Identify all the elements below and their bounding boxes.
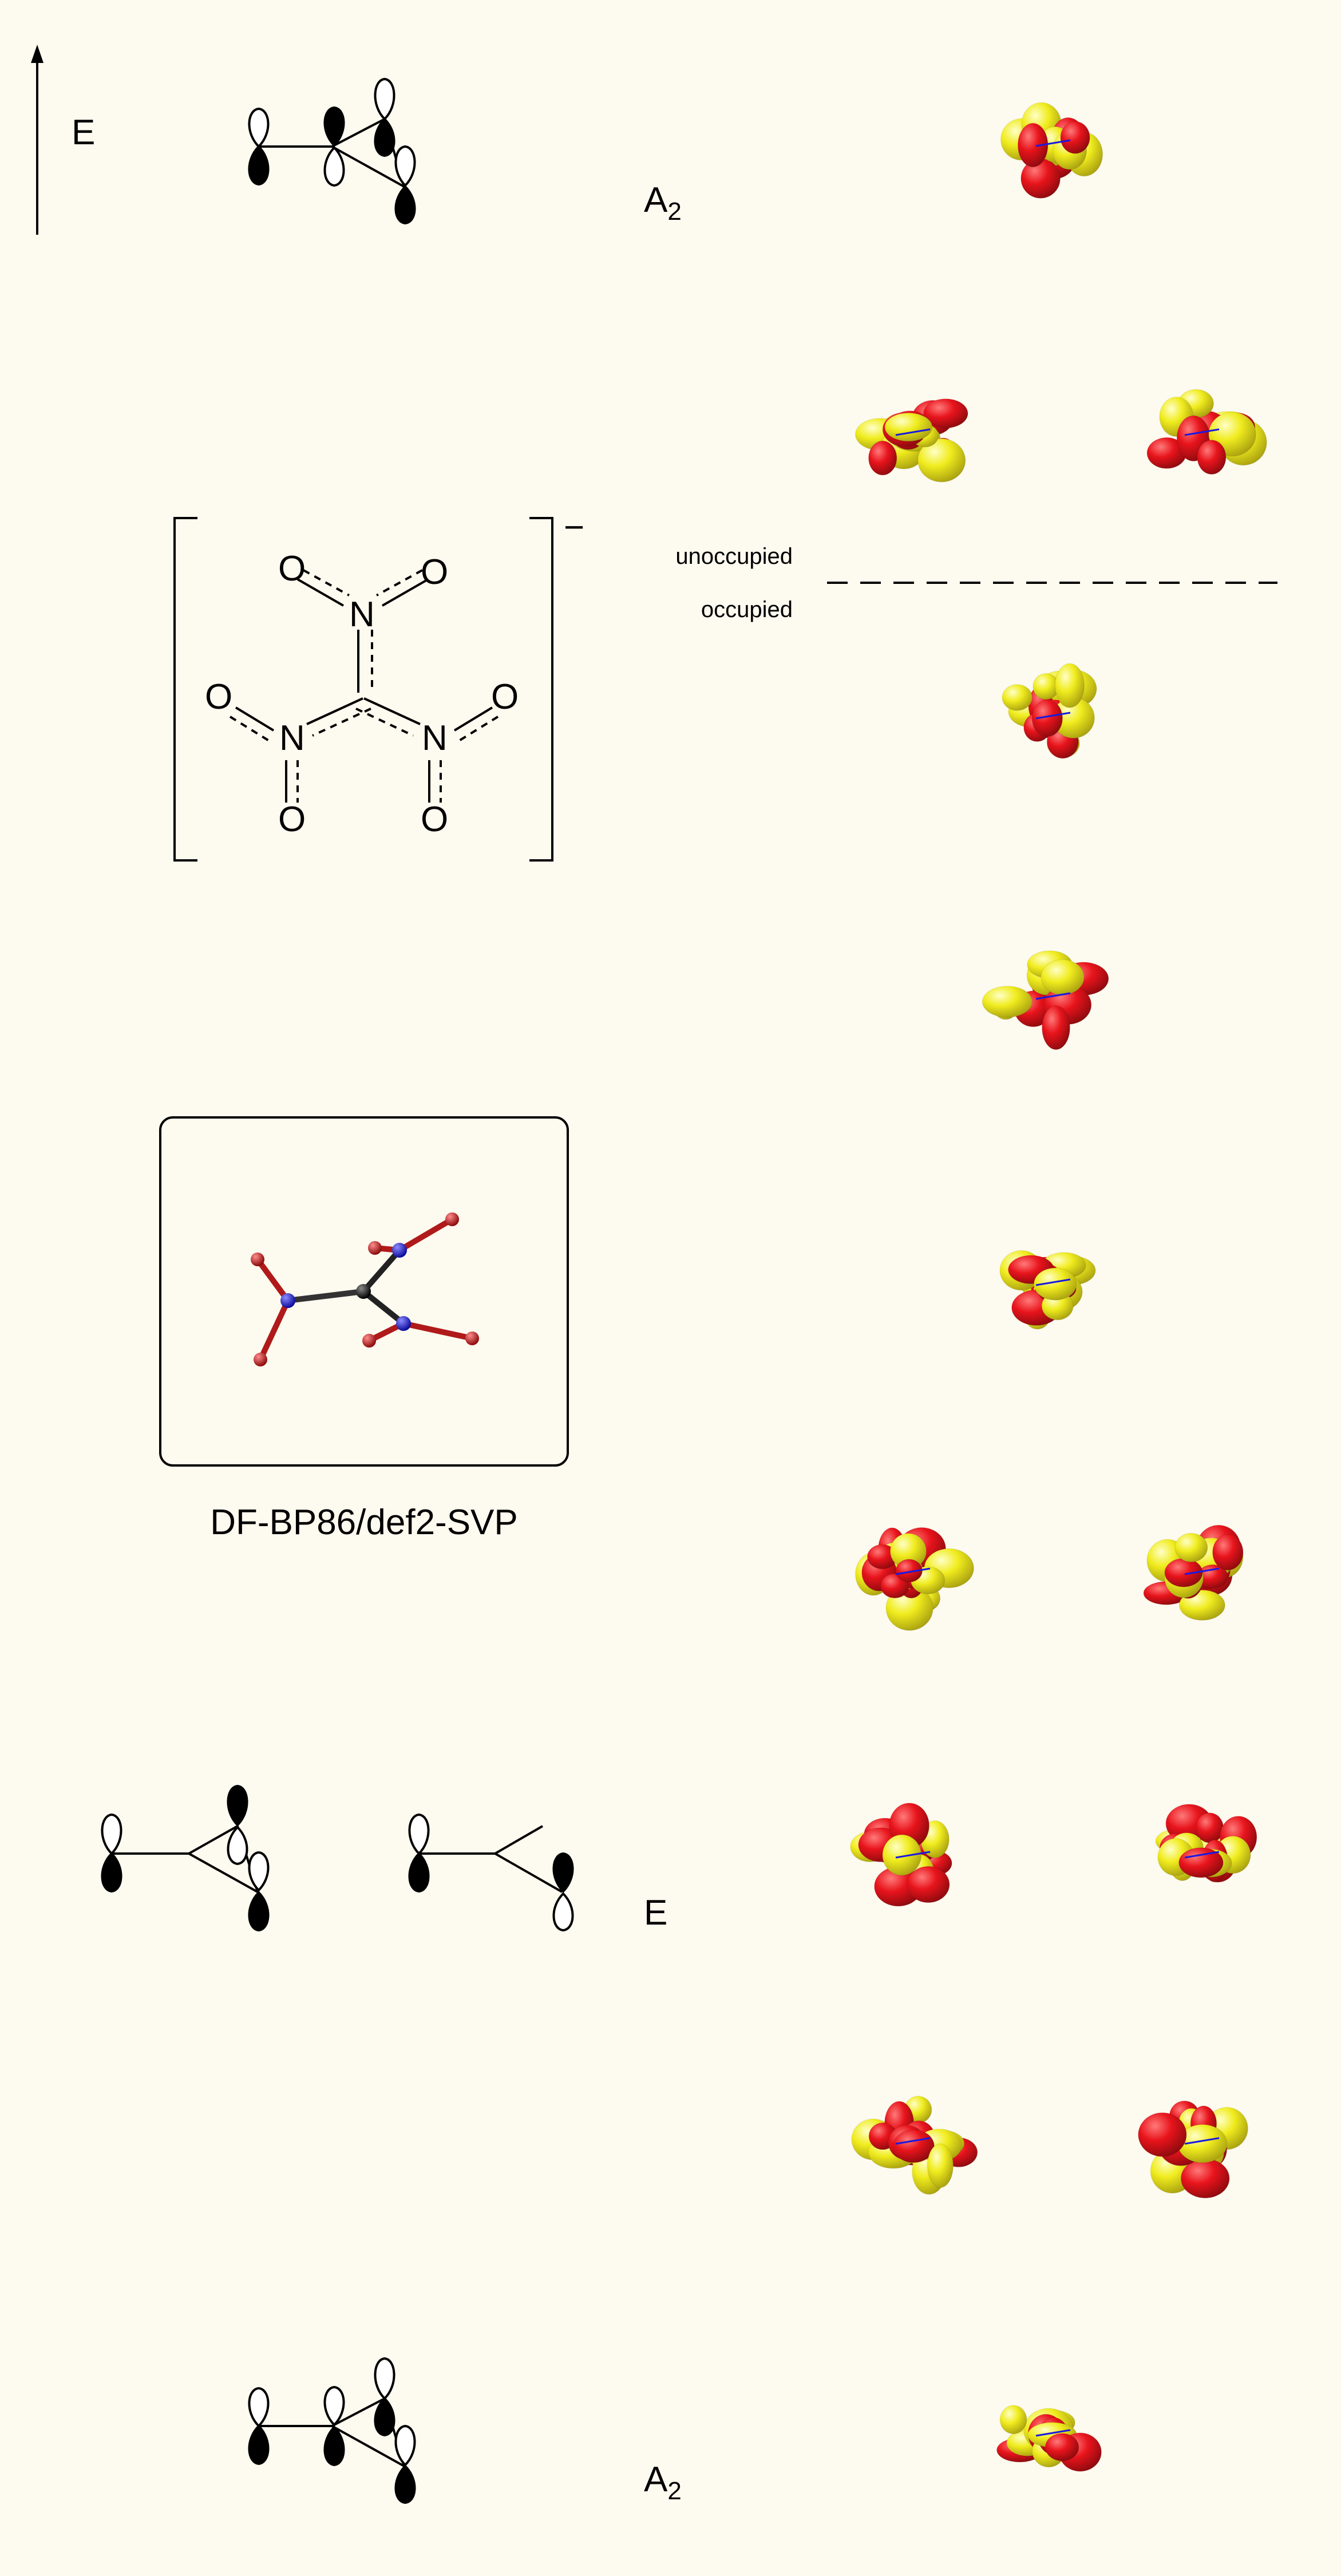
atom-o-mid-right: O <box>491 677 519 717</box>
symmetry-label-a2-top: A2 <box>644 180 682 226</box>
orbital-render <box>1146 389 1267 475</box>
atom-n-right: N <box>422 718 448 758</box>
atom-o-mid-left: O <box>205 677 232 717</box>
energy-axis-label: E <box>72 113 95 152</box>
energy-axis: E <box>31 45 95 235</box>
orbital-render <box>855 1527 974 1631</box>
atom-o-bottom-left: O <box>278 800 306 839</box>
orbital-render <box>1000 102 1103 199</box>
molecule-charge: − <box>564 508 584 547</box>
orbital-render <box>850 1803 952 1907</box>
unoccupied-label: unoccupied <box>675 544 793 569</box>
orbital-render <box>1138 2100 1248 2199</box>
orbital-sketch-a2-top <box>248 77 416 225</box>
orbital-sketch-e-1 <box>101 1784 270 1932</box>
orbital-render <box>1155 1804 1257 1883</box>
orbital-render <box>855 398 968 483</box>
orbital-render <box>1143 1524 1244 1621</box>
orbital-render <box>982 950 1109 1050</box>
atom-o-top-right: O <box>421 552 448 592</box>
atom-o-top-left: O <box>278 549 306 588</box>
bracket-left <box>173 517 197 862</box>
energy-axis-arrow-icon <box>31 45 43 63</box>
orbital-render <box>1002 663 1097 759</box>
orbital-sketch-e-2 <box>408 1813 574 1932</box>
atom-n-left: N <box>279 718 305 758</box>
orbital-render <box>999 1250 1096 1330</box>
atom-o-bottom-right: O <box>421 800 448 839</box>
occupied-label: occupied <box>701 597 793 622</box>
orbital-sketch-a2-bottom <box>248 2357 416 2504</box>
atom-n-top: N <box>349 595 375 634</box>
symmetry-label-e: E <box>644 1893 667 1933</box>
orbital-renders <box>850 102 1267 2472</box>
model-frame <box>159 1116 569 1467</box>
method-caption: DF-BP86/def2-SVP <box>210 1503 518 1542</box>
symmetry-label-a2-bottom: A2 <box>644 2460 682 2505</box>
bracket-right <box>529 517 553 862</box>
orbital-render <box>851 2096 978 2195</box>
structure-formula: − O O N O N N O O O <box>173 508 584 862</box>
orbital-render <box>996 2405 1102 2472</box>
ball-stick-model <box>159 1116 569 1467</box>
